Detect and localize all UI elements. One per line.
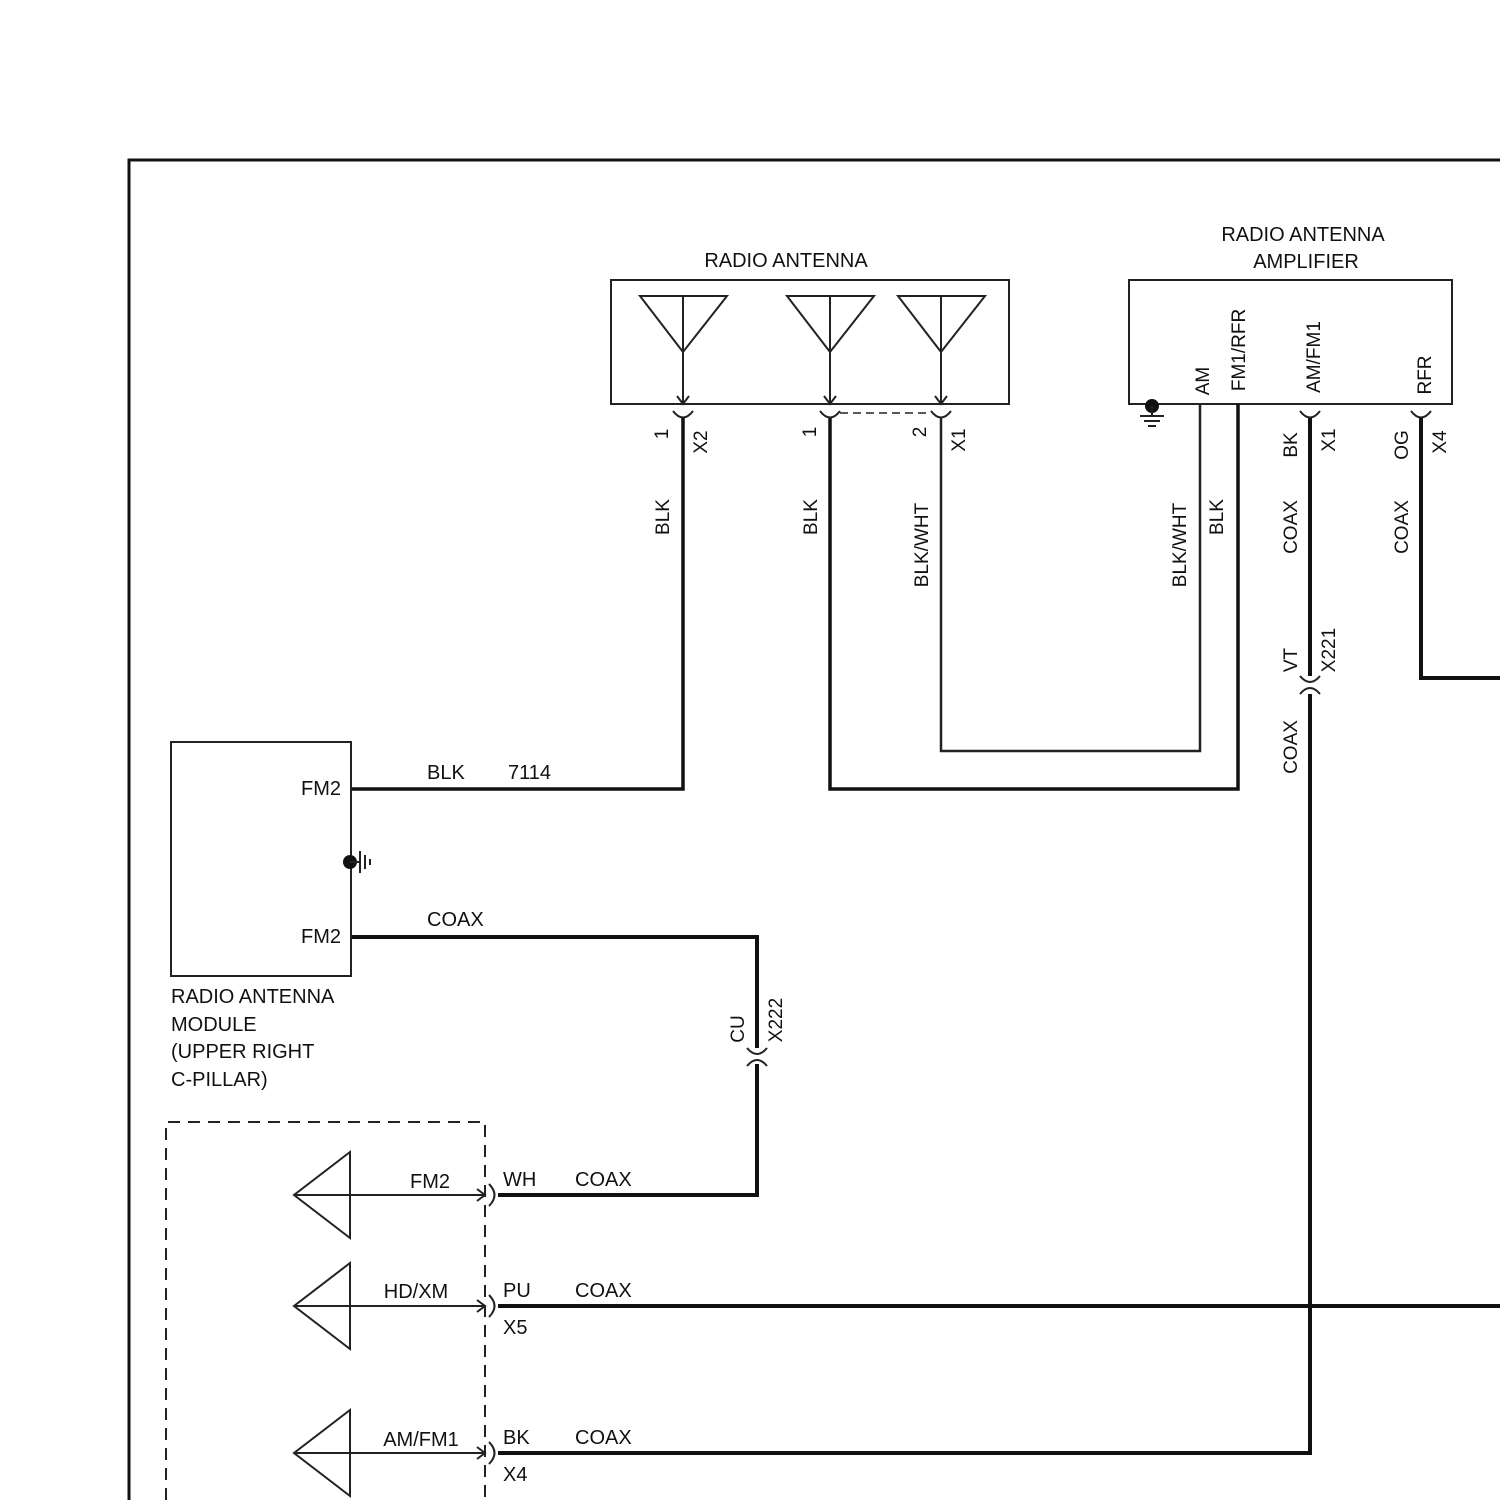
amplifier-title-line2: AMPLIFIER: [1253, 251, 1359, 273]
coax-rfr: [1421, 418, 1500, 678]
connector-x1-label: X1: [949, 428, 970, 451]
radio-antenna-title: RADIO ANTENNA: [704, 250, 868, 272]
receiver-input-hd-xm: HD/XM PU X5 COAX: [294, 1263, 1500, 1349]
amplifier-title-line1: RADIO ANTENNA: [1221, 224, 1385, 246]
amplifier-pin-am: AM: [1193, 367, 1214, 396]
connector-x1-terminal: [820, 411, 840, 418]
radio-antenna-amplifier-component: RADIO ANTENNA AMPLIFIER AM FM1/RFR AM/FM…: [1129, 224, 1452, 460]
module-caption-line4: C-PILLAR): [171, 1069, 268, 1091]
wire-label-coax: COAX: [575, 1427, 632, 1449]
receiver-component: FM2 WH COAX HD/XM PU X5 COAX AM/FM1 BK X…: [166, 1122, 1500, 1500]
module-caption-line3: (UPPER RIGHT: [171, 1041, 314, 1063]
connector-color: PU: [503, 1280, 531, 1302]
radio-antenna-module-component: FM2 FM2 BLK 7114 RADIO ANTENNA MODULE (U…: [171, 742, 551, 1091]
connector-color: WH: [503, 1169, 536, 1191]
amplifier-box: [1129, 280, 1452, 404]
amplifier-pin-fm1-rfr: FM1/RFR: [1229, 309, 1250, 391]
module-caption-line2: MODULE: [171, 1014, 257, 1036]
connector-x2-pin: 1: [652, 429, 673, 440]
connector-amp-x4-terminal: [1411, 411, 1431, 418]
antenna-icon: [640, 296, 727, 404]
coax-fm2-route: COAX CU X222: [352, 909, 787, 1195]
wire-blk: [830, 404, 1238, 789]
connector-amp-x4-label: X4: [1430, 430, 1451, 454]
connector-color: BK: [503, 1427, 530, 1449]
wire-label-blk: BLK: [427, 762, 465, 784]
connector-x2-terminal: [673, 411, 693, 418]
diagram-frame: [129, 160, 1500, 1500]
wire-label-blk: BLK: [653, 499, 674, 535]
wire-blk-7114: [352, 418, 683, 789]
connector-amp-x1-terminal: [1300, 411, 1320, 418]
module-pin-fm2-top: FM2: [301, 778, 341, 800]
antenna-icon: [898, 296, 985, 404]
wire-label-coax: COAX: [575, 1169, 632, 1191]
receiver-input-label: FM2: [410, 1171, 450, 1193]
connector-x222-label: X222: [766, 998, 787, 1042]
connector-x221-color: VT: [1281, 647, 1302, 672]
connector-x1-terminal: [931, 411, 951, 418]
wire-label-coax: COAX: [1392, 500, 1413, 554]
wire-label-blk-wht: BLK/WHT: [1170, 502, 1191, 587]
coax-fm2: [352, 937, 757, 1048]
receiver-input-label: HD/XM: [384, 1281, 448, 1303]
ground-icon: [343, 851, 370, 873]
connector-x2-label: X2: [691, 430, 712, 453]
amplifier-pin-rfr: RFR: [1415, 355, 1436, 394]
coax-am-fm1: [498, 694, 1310, 1453]
connector-x221: [1300, 676, 1320, 694]
amplifier-pin-am-fm1: AM/FM1: [1304, 321, 1325, 393]
connector-x222-color: CU: [728, 1015, 749, 1042]
module-caption-line1: RADIO ANTENNA: [171, 986, 335, 1008]
connector-amp-x1-label: X1: [1319, 428, 1340, 451]
connector-label: X4: [503, 1464, 527, 1486]
wire-label-coax: COAX: [427, 909, 484, 931]
wire-blk-wht: [941, 404, 1200, 751]
connector-amp-x1-color: BK: [1281, 432, 1302, 458]
wire-label-blk-wht: BLK/WHT: [912, 502, 933, 587]
connector-amp-x4-color: OG: [1392, 430, 1413, 460]
wire-label-coax: COAX: [575, 1280, 632, 1302]
connector-label: X5: [503, 1317, 527, 1339]
wire-label-blk: BLK: [801, 499, 822, 535]
connector-x1-pin1: 1: [800, 427, 821, 438]
connector-x1-pin2: 2: [910, 427, 931, 438]
connector-x221-label: X221: [1319, 628, 1340, 672]
receiver-input-label: AM/FM1: [383, 1429, 459, 1451]
antenna-icon: [787, 296, 874, 404]
module-pin-fm2-bottom: FM2: [301, 926, 341, 948]
wire-label-coax: COAX: [1281, 500, 1302, 554]
circuit-number: 7114: [508, 762, 551, 784]
wire-label-blk: BLK: [1207, 499, 1228, 535]
radio-antenna-component: RADIO ANTENNA 1 X2 1 2 X1: [611, 250, 1009, 454]
wire-label-coax: COAX: [1281, 720, 1302, 774]
connector-x222: [747, 1048, 767, 1066]
